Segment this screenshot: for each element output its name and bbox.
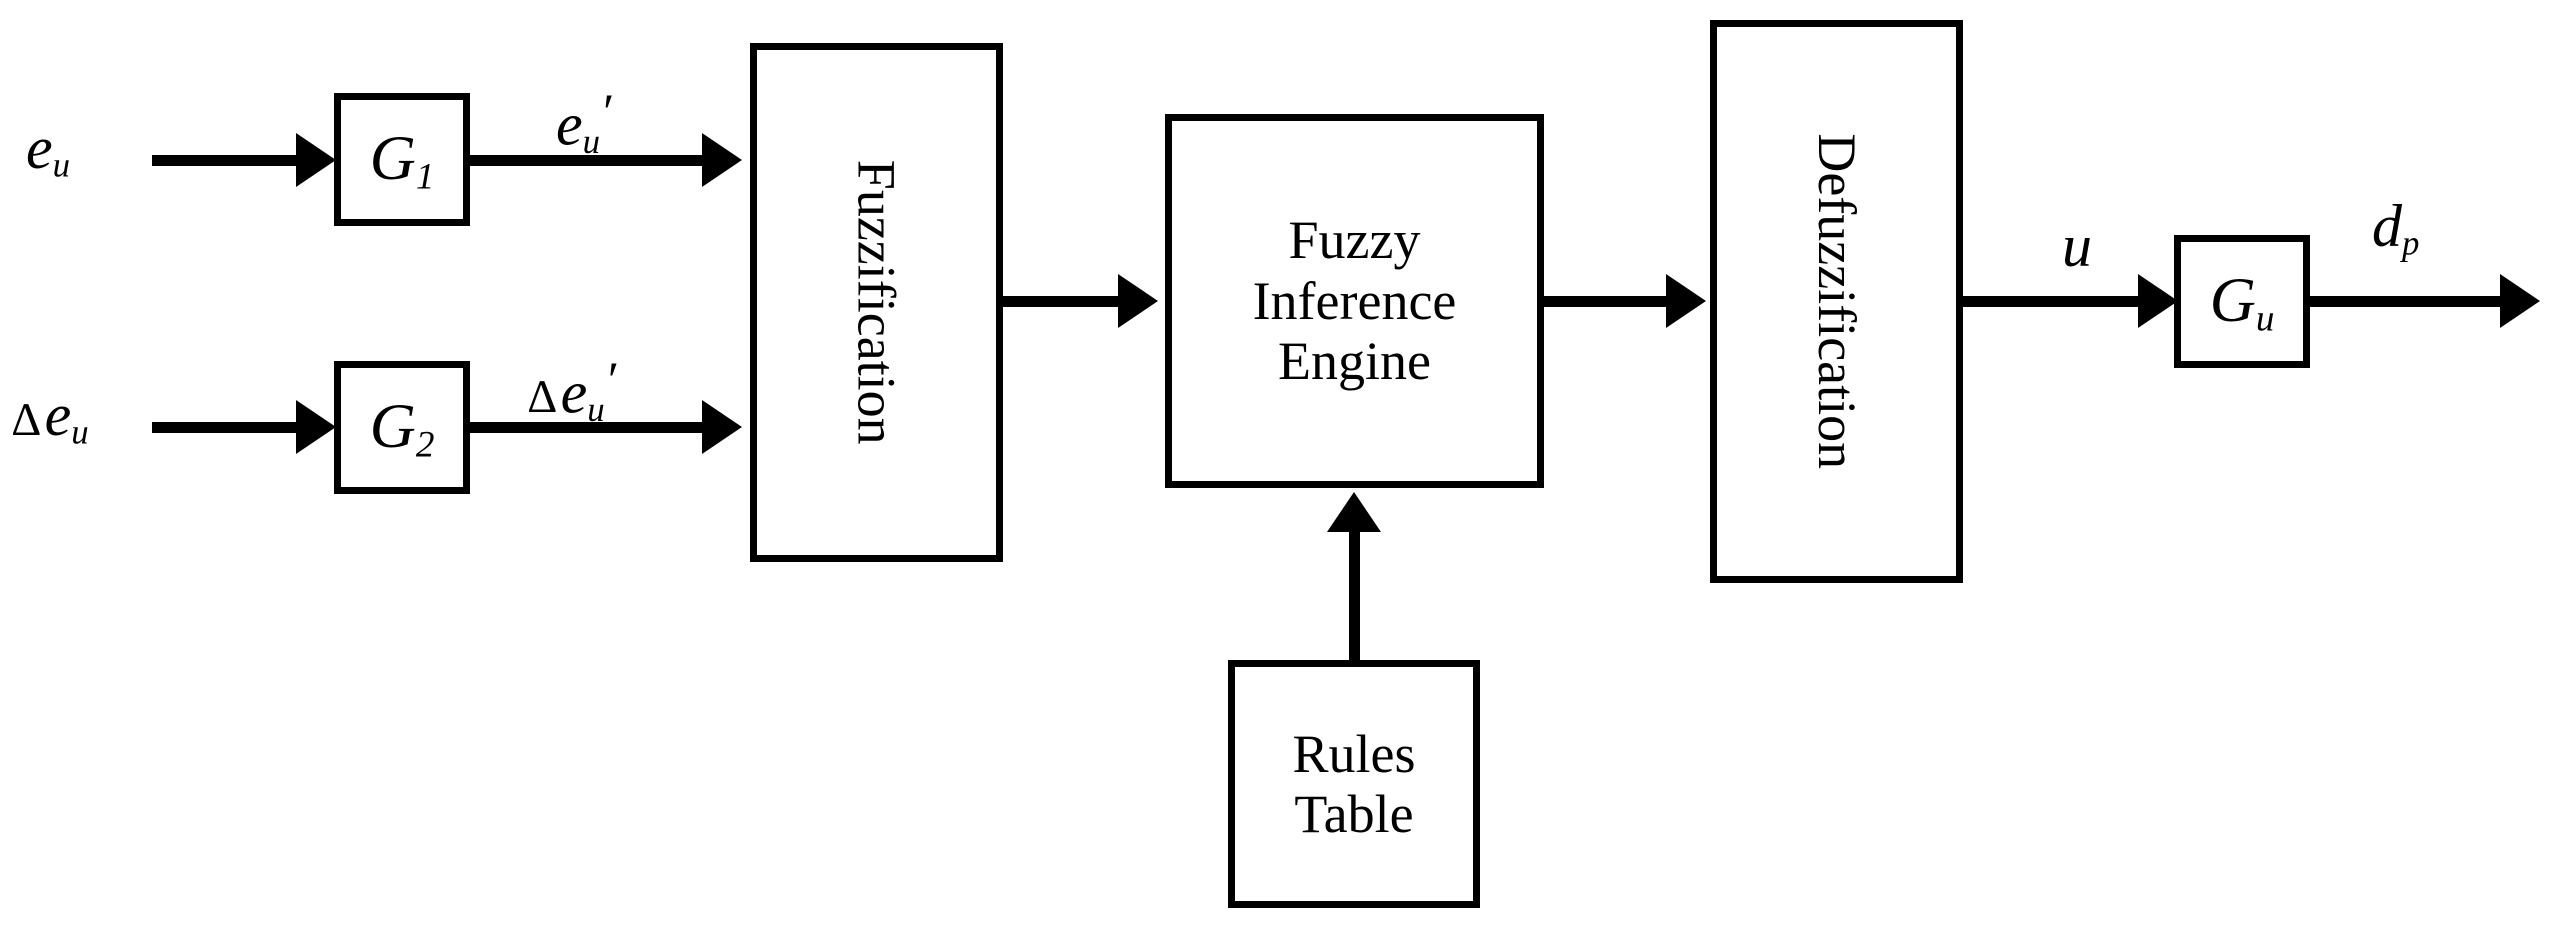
block-gu: Gu — [2174, 235, 2310, 368]
signal-label-eu-prime: eu′ — [556, 88, 611, 160]
delta-eu-subscript: u — [71, 412, 89, 452]
block-rules-table: Rules Table — [1228, 660, 1480, 908]
block-rules-table-label: Rules Table — [1292, 724, 1415, 845]
wire-gu-to-output — [2305, 296, 2505, 307]
arrowhead-delta-eu-to-g2 — [296, 400, 336, 454]
block-g1-label: G1 — [370, 121, 435, 198]
arrowhead-defuzzification-to-gu — [2138, 274, 2178, 328]
eu-prime-mark: ′ — [600, 85, 612, 141]
arrowhead-fuzzification-to-inference — [1118, 274, 1158, 328]
inference-line-3: Engine — [1278, 331, 1431, 392]
arrowhead-rules-to-inference — [1327, 492, 1381, 532]
block-fuzzification-label: Fuzzification — [846, 160, 907, 445]
block-g2: G2 — [334, 361, 470, 494]
g2-base: G — [369, 389, 416, 461]
block-gu-label: Gu — [2210, 263, 2275, 340]
gu-subscript: u — [2255, 298, 2275, 340]
g1-subscript: 1 — [415, 156, 435, 198]
rules-line-2: Table — [1294, 784, 1414, 844]
inference-line-2: Inference — [1252, 270, 1457, 331]
block-defuzzification-label: Defuzzification — [1806, 133, 1867, 470]
wire-inference-to-defuzzification — [1540, 296, 1670, 307]
signal-label-delta-eu: ∆eu — [12, 385, 89, 450]
signal-label-dp: dp — [2372, 196, 2419, 261]
wire-delta-eu-to-g2 — [152, 422, 302, 433]
block-fuzzification: Fuzzification — [750, 43, 1003, 562]
g2-subscript: 2 — [415, 424, 435, 466]
inference-line-1: Fuzzy — [1288, 210, 1421, 271]
wire-g2-to-fuzzification — [466, 422, 706, 433]
signal-label-delta-eu-prime: ∆eu′ — [528, 356, 616, 428]
eu-prime-subscript: u — [582, 121, 601, 161]
delta-eu-prime-mark: ′ — [604, 353, 616, 409]
gu-base: G — [2209, 263, 2256, 335]
block-fuzzy-inference-engine-label: Fuzzy Inference Engine — [1253, 210, 1457, 391]
eu-prime-base: e — [556, 91, 583, 158]
delta-symbol-eu: ∆ — [12, 394, 41, 446]
g1-base: G — [369, 121, 416, 193]
u-base: u — [2062, 213, 2092, 279]
dp-base: d — [2372, 193, 2402, 259]
eu-base: e — [26, 115, 53, 181]
arrowhead-inference-to-defuzzification — [1666, 274, 1706, 328]
delta-eu-prime-subscript: u — [587, 389, 605, 429]
block-fuzzy-inference-engine: Fuzzy Inference Engine — [1165, 114, 1544, 488]
wire-fuzzification-to-inference — [999, 296, 1121, 307]
delta-symbol-eu-prime: ∆ — [528, 371, 557, 424]
wire-g1-to-fuzzification — [466, 155, 706, 166]
arrowhead-g1-to-fuzzification — [702, 133, 742, 187]
arrowhead-eu-to-g1 — [296, 133, 336, 187]
rules-line-1: Rules — [1292, 723, 1416, 784]
eu-subscript: u — [52, 145, 71, 185]
block-g2-label: G2 — [370, 389, 435, 466]
delta-eu-base: e — [44, 382, 72, 448]
wire-defuzzification-to-gu — [1959, 296, 2143, 307]
arrowhead-g2-to-fuzzification — [702, 400, 742, 454]
wire-rules-to-inference — [1349, 530, 1360, 665]
arrowhead-gu-to-output — [2500, 274, 2540, 328]
wire-eu-to-g1 — [152, 155, 302, 166]
block-g1: G1 — [334, 93, 470, 226]
block-defuzzification: Defuzzification — [1710, 20, 1963, 583]
delta-eu-prime-base: e — [560, 359, 588, 426]
signal-label-u: u — [2062, 216, 2092, 276]
dp-subscript: p — [2402, 223, 2420, 263]
signal-label-eu: eu — [26, 118, 70, 183]
